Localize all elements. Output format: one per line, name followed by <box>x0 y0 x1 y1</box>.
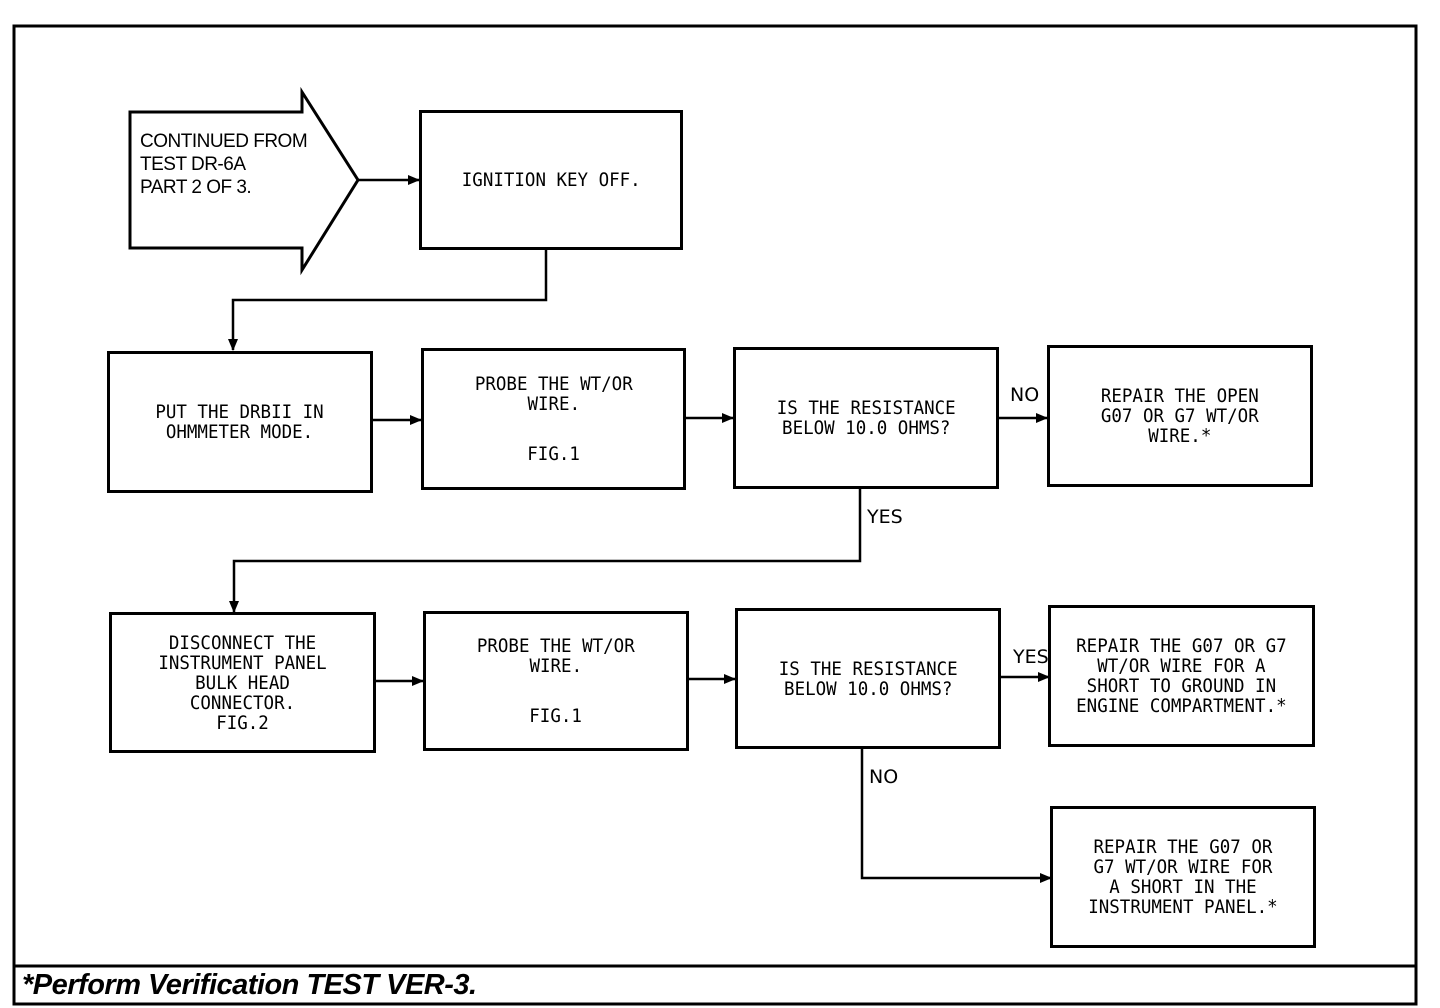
probe-wire-box-2: PROBE THE WT/OR WIRE. FIG.1 <box>423 611 689 751</box>
yes-label-2: YES <box>1013 646 1049 668</box>
connector-resistance2-no <box>860 747 1052 883</box>
resistance-check-box-2: IS THE RESISTANCE BELOW 10.0 OHMS? <box>735 608 1001 749</box>
connectors <box>228 175 1052 883</box>
probe-wire-text-1: PROBE THE WT/OR WIRE. <box>474 373 633 415</box>
repair-engine-compartment-text: REPAIR THE G07 OR G7 WT/OR WIRE FOR A SH… <box>1076 635 1287 717</box>
disconnect-connector-text: DISCONNECT THE INSTRUMENT PANEL BULK HEA… <box>158 631 327 734</box>
probe-fig-label-2: FIG.1 <box>529 705 583 727</box>
ignition-key-off-box: IGNITION KEY OFF. <box>419 110 683 250</box>
repair-open-text: REPAIR THE OPEN G07 OR G7 WT/OR WIRE.* <box>1101 385 1259 447</box>
verification-footer: *Perform Verification TEST VER-3. <box>22 969 477 1001</box>
repair-instrument-panel-text: REPAIR THE G07 OR G7 WT/OR WIRE FOR A SH… <box>1088 836 1278 918</box>
resistance-check-text-2: IS THE RESISTANCE BELOW 10.0 OHMS? <box>778 657 958 700</box>
yes-label-1: YES <box>867 506 903 528</box>
probe-wire-box-1: PROBE THE WT/OR WIRE. FIG.1 <box>421 348 686 490</box>
repair-engine-compartment-box: REPAIR THE G07 OR G7 WT/OR WIRE FOR A SH… <box>1048 605 1315 747</box>
start-arrow-shape <box>128 86 360 276</box>
start-arrow-text: CONTINUED FROM TEST DR-6A PART 2 OF 3. <box>140 131 308 198</box>
resistance-check-box-1: IS THE RESISTANCE BELOW 10.0 OHMS? <box>733 347 999 489</box>
probe-fig-label-1: FIG.1 <box>527 443 580 465</box>
ohmmeter-mode-text: PUT THE DRBII IN OHMMETER MODE. <box>155 401 325 443</box>
outer-border <box>12 24 1418 1006</box>
ignition-key-off-text: IGNITION KEY OFF. <box>461 169 641 191</box>
ohmmeter-mode-box: PUT THE DRBII IN OHMMETER MODE. <box>107 351 373 493</box>
disconnect-connector-box: DISCONNECT THE INSTRUMENT PANEL BULK HEA… <box>109 612 376 753</box>
repair-open-box: REPAIR THE OPEN G07 OR G7 WT/OR WIRE.* <box>1047 345 1313 487</box>
resistance-check-text-1: IS THE RESISTANCE BELOW 10.0 OHMS? <box>776 397 956 439</box>
connector-ignition-to-ohmmeter <box>228 250 548 351</box>
connector-resistance1-yes <box>229 488 862 613</box>
no-label-2: NO <box>869 766 899 788</box>
no-label-1: NO <box>1010 384 1040 406</box>
repair-instrument-panel-box: REPAIR THE G07 OR G7 WT/OR WIRE FOR A SH… <box>1050 806 1316 948</box>
probe-wire-text-2: PROBE THE WT/OR WIRE. <box>477 635 635 677</box>
